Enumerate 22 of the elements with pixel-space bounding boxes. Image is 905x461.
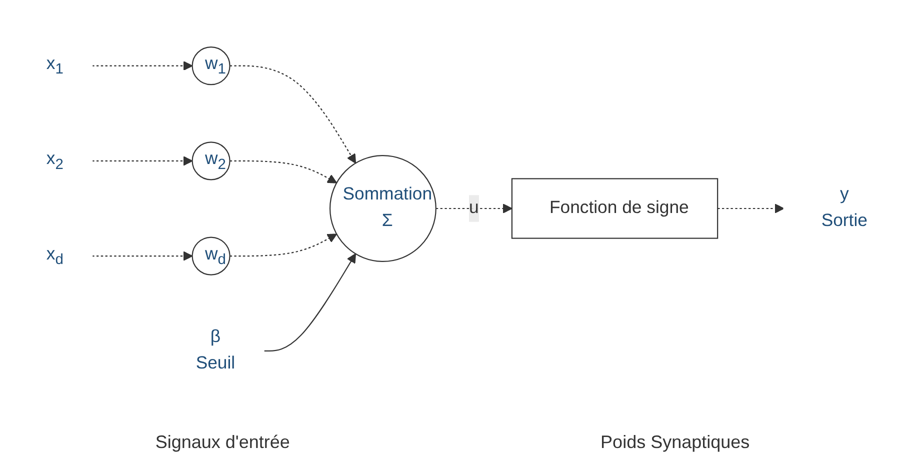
arrow — [92, 250, 193, 260]
perceptron-diagram: u x$_{1}$ x$_{2}$ x$_{d}$ w$_{1}$ w$_{2}$ w$_{d}$ Sommation Σ β Seuil Fonction de signe y Sortie — [0, 26, 905, 402]
column-caption: Signaux d'entrée — [155, 432, 290, 453]
node-text: x$_{d}$ — [46, 244, 64, 267]
node-circle — [192, 236, 230, 275]
node-circle — [192, 46, 230, 85]
arrow — [230, 233, 338, 256]
arrow — [436, 203, 512, 213]
node-text: y Sortie — [821, 184, 868, 230]
node-text: β Seuil — [196, 327, 236, 373]
node-box — [511, 178, 718, 238]
arrow — [92, 60, 193, 70]
arrow — [92, 156, 193, 166]
arrow — [230, 160, 338, 183]
node-circle — [329, 154, 436, 262]
node-text: x$_{2}$ — [46, 149, 64, 172]
arrow — [230, 64, 356, 164]
node-text: x$_{1}$ — [46, 54, 64, 77]
node-circle — [192, 141, 230, 180]
arrow — [718, 203, 784, 213]
arrow — [264, 252, 356, 352]
column-caption: Poids Synaptiques — [600, 432, 750, 453]
